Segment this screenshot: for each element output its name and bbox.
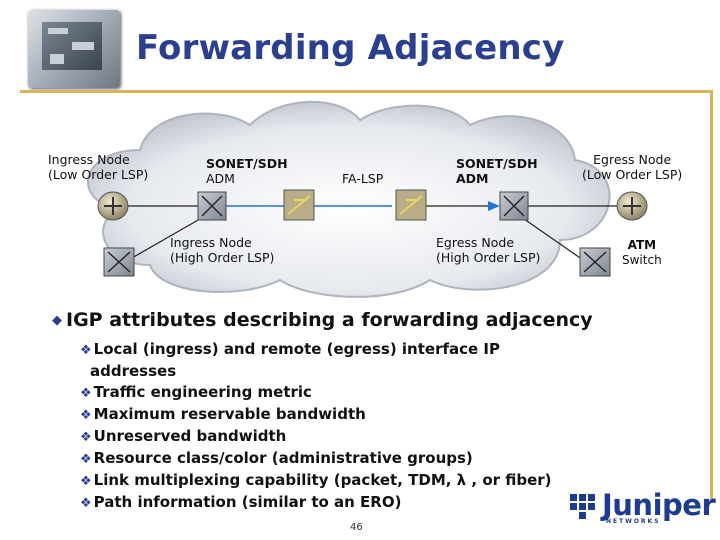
ingress-high-switch-icon: [103, 247, 135, 277]
network-diagram: [87, 100, 648, 298]
title-rule: [20, 90, 712, 93]
slide-title: Forwarding Adjacency: [136, 28, 565, 68]
sub-bullet: ❖Local (ingress) and remote (egress) int…: [80, 340, 500, 358]
atm-switch-icon: [579, 247, 611, 277]
sub-bullet: ❖Unreserved bandwidth: [80, 427, 287, 445]
lsr-left-icon: [283, 189, 315, 221]
sonet-adm-left-icon: [197, 191, 227, 221]
sub-bullet: ❖Traffic engineering metric: [80, 383, 312, 401]
check-bullet-icon: ❖: [80, 386, 92, 401]
ingress-router-icon: [97, 191, 129, 221]
check-bullet-icon: ❖: [80, 474, 92, 489]
sub-bullet: ❖Path information (similar to an ERO): [80, 493, 402, 511]
juniper-logo-icon: [570, 494, 595, 519]
side-rule: [710, 90, 713, 500]
cloud-shape: [87, 100, 611, 298]
check-bullet-icon: ❖: [80, 430, 92, 445]
logo-wordmark: Juniper: [602, 488, 716, 522]
chip-image: [28, 10, 120, 88]
sub-bullet: ❖Link multiplexing capability (packet, T…: [80, 471, 552, 489]
sonet-adm-right-icon: [499, 191, 529, 221]
check-bullet-icon: ❖: [80, 452, 92, 467]
check-bullet-icon: ❖: [80, 408, 92, 423]
check-bullet-icon: ❖: [80, 496, 92, 511]
check-bullet-icon: ❖: [80, 343, 92, 358]
ingress-low-label: Ingress Node(Low Order LSP): [48, 152, 149, 182]
fa-lsp-label: FA-LSP: [342, 171, 384, 186]
egress-router-icon: [616, 191, 648, 221]
main-bullet: ◆IGP attributes describing a forwarding …: [52, 309, 593, 331]
lsr-right-icon: [395, 189, 427, 221]
sub-bullet-continuation: addresses: [90, 362, 177, 380]
ingress-high-label: Ingress Node(High Order LSP): [170, 235, 275, 265]
page-number: 46: [350, 522, 363, 533]
juniper-logo: Juniper NETWORKS: [566, 488, 716, 526]
chip-die: [42, 22, 102, 70]
bullet-list: ◆IGP attributes describing a forwarding …: [52, 308, 593, 514]
egress-low-label: Egress Node(Low Order LSP): [582, 152, 683, 182]
sub-bullet: ❖Resource class/color (administrative gr…: [80, 449, 473, 467]
egress-high-label: Egress Node(High Order LSP): [436, 235, 541, 265]
diamond-bullet-icon: ◆: [52, 313, 62, 328]
logo-subtext: NETWORKS: [606, 518, 661, 525]
sub-bullet: ❖Maximum reservable bandwidth: [80, 405, 366, 423]
